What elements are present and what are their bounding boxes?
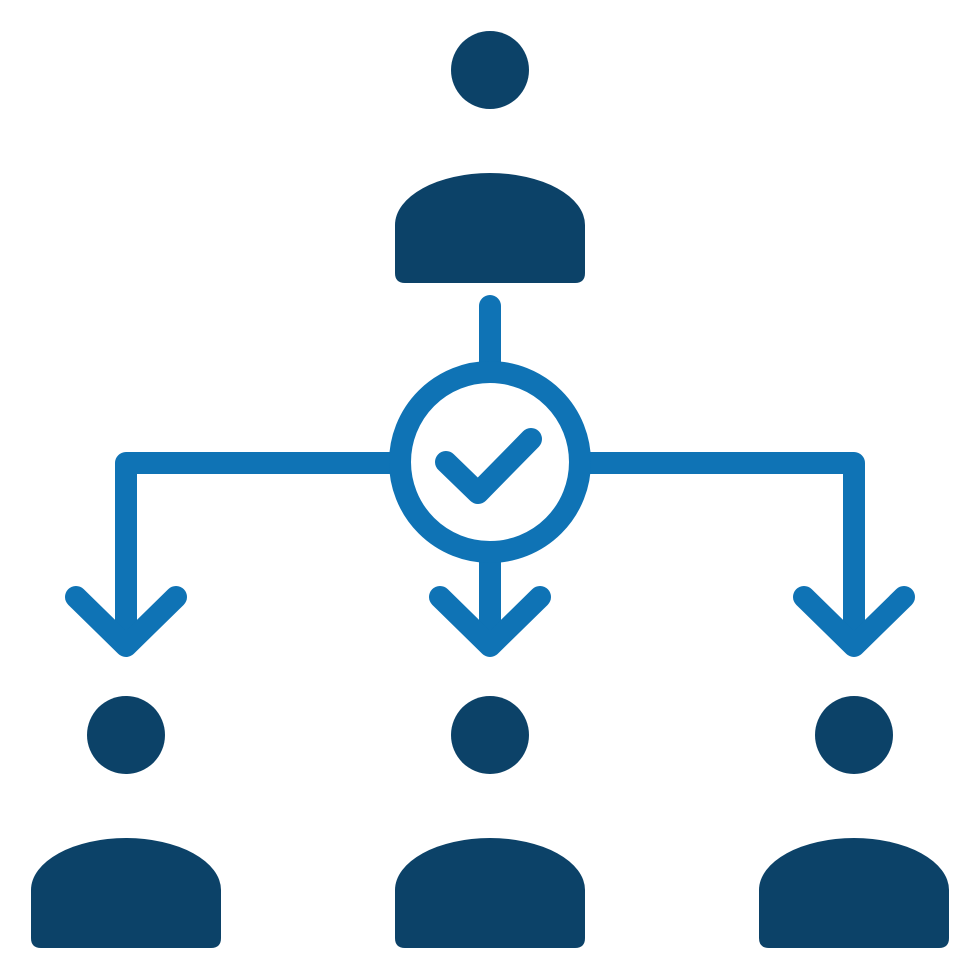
right-branch-line bbox=[577, 452, 865, 656]
left-branch-line bbox=[115, 452, 403, 656]
team-member-right-person-icon bbox=[759, 696, 949, 948]
manager-person-icon bbox=[395, 31, 585, 283]
check-circle-icon bbox=[389, 361, 591, 563]
team-member-left-head bbox=[87, 696, 165, 774]
check-mark-icon bbox=[435, 428, 542, 504]
arrow-down-icon-left bbox=[65, 586, 187, 657]
team-member-right-head bbox=[815, 696, 893, 774]
team-member-left-body bbox=[31, 838, 221, 948]
arrow-down-icon-right bbox=[793, 586, 915, 657]
team-member-center-person-icon bbox=[395, 696, 585, 948]
arrow-down-icon-center bbox=[429, 586, 551, 657]
team-member-center-body bbox=[395, 838, 585, 948]
team-member-center-head bbox=[451, 696, 529, 774]
arrow-heads bbox=[65, 586, 915, 657]
team-member-right-body bbox=[759, 838, 949, 948]
manager-head bbox=[451, 31, 529, 109]
manager-body bbox=[395, 173, 585, 283]
hub-ring bbox=[389, 361, 591, 563]
team-member-left-person-icon bbox=[31, 696, 221, 948]
connector-lines bbox=[115, 295, 865, 656]
